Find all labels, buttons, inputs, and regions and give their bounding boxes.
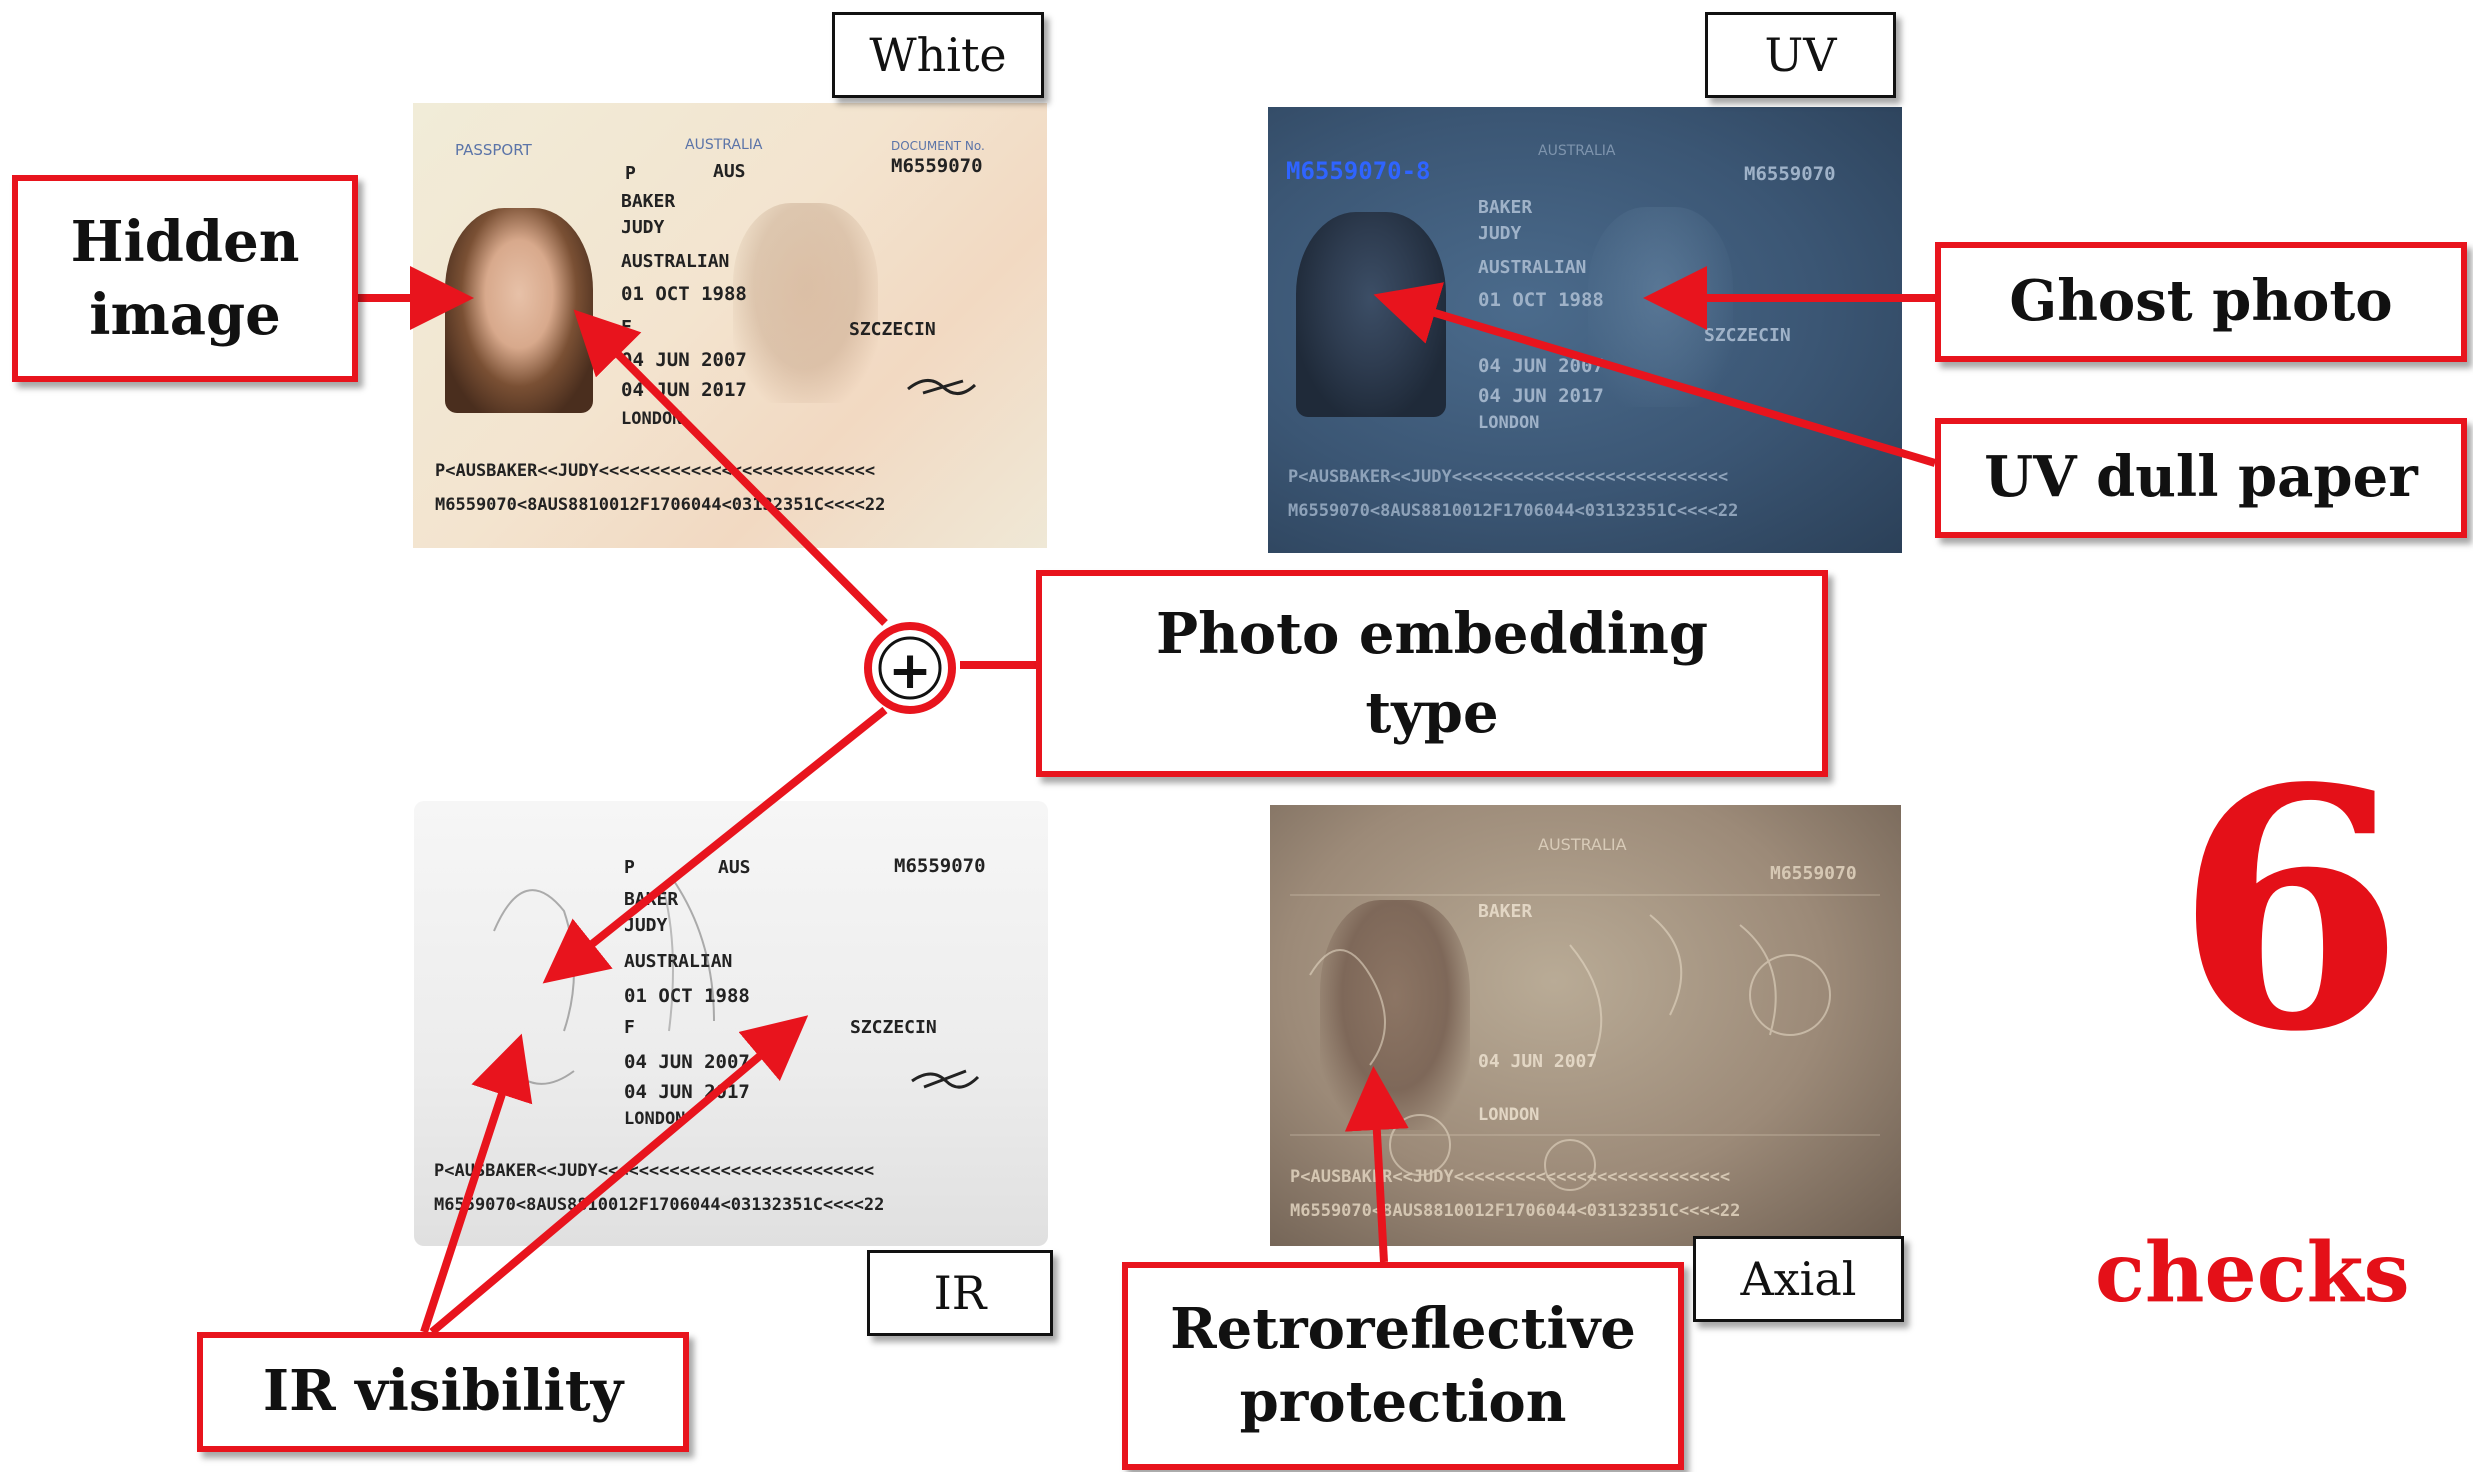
ir-faint-portrait-outline	[493, 880, 980, 1089]
passport-place-of-birth: SZCZECIN	[849, 319, 936, 340]
passport-country: AUSTRALIA	[685, 137, 763, 153]
retroreflective-pattern	[1290, 894, 1880, 1191]
ir-issuing: AUS	[718, 857, 751, 878]
mrz-line-1: P<AUSBAKER<<JUDY<<<<<<<<<<<<<<<<<<<<<<<<…	[435, 461, 876, 481]
callout-hidden-image: Hidden image	[12, 175, 358, 382]
label-ir: IR	[867, 1250, 1053, 1336]
ir-authority: LONDON	[624, 1109, 686, 1129]
label-white: White	[832, 12, 1044, 98]
passport-nationality: AUSTRALIAN	[621, 251, 730, 272]
callout-hidden-image-line2: image	[89, 281, 281, 348]
uv-doc-number: M6559070	[1744, 163, 1836, 185]
callout-retroreflective-line2: protection	[1239, 1369, 1567, 1435]
callout-photo-embedding-line2: type	[1365, 679, 1499, 746]
svg-text:+: +	[888, 641, 932, 701]
passport-issuing: AUS	[713, 161, 746, 182]
axial-surname: BAKER	[1478, 901, 1533, 922]
uv-place-of-birth: SZCZECIN	[1704, 325, 1791, 346]
label-uv: UV	[1705, 12, 1896, 98]
callout-ghost-photo: Ghost photo	[1935, 242, 2467, 362]
plus-icon: +	[864, 622, 956, 714]
axial-mrz-line-1: P<AUSBAKER<<JUDY<<<<<<<<<<<<<<<<<<<<<<<<…	[1290, 1167, 1731, 1187]
ir-type: P	[624, 857, 635, 878]
passport-type: P	[625, 163, 636, 184]
passport-surname: BAKER	[621, 191, 676, 212]
callout-ir-visibility: IR visibility	[197, 1332, 689, 1452]
passport-image-ir: P AUS M6559070 BAKER JUDY AUSTRALIAN 01 …	[414, 801, 1048, 1246]
ir-place-of-birth: SZCZECIN	[850, 1017, 937, 1038]
arrow-uv-dull-paper	[1373, 282, 1937, 467]
uv-expiry-date: 04 JUN 2017	[1478, 385, 1604, 407]
callout-uv-dull-paper: UV dull paper	[1935, 418, 2467, 538]
uv-authority: LONDON	[1478, 413, 1540, 433]
callout-photo-embedding: Photo embedding type	[1036, 570, 1828, 777]
axial-issue-date: 04 JUN 2007	[1478, 1051, 1598, 1072]
ir-mrz-line-2: M6559070<8AUS8810012F1706044<03132351C<<…	[434, 1195, 885, 1215]
passport-authority: LONDON	[621, 409, 683, 429]
ir-doc-no: M6559070	[894, 855, 986, 877]
passport-doc-no: M6559070	[891, 155, 983, 177]
callout-hidden-image-line1: Hidden	[70, 208, 300, 275]
uv-mrz-line-1: P<AUSBAKER<<JUDY<<<<<<<<<<<<<<<<<<<<<<<<…	[1288, 467, 1729, 487]
checks-label: checks	[2095, 1225, 2410, 1321]
arrow-retroreflective	[1344, 1066, 1409, 1263]
uv-doc-no: M6559070-8	[1286, 157, 1431, 185]
arrow-ir-ghost	[429, 1015, 809, 1336]
ir-issue-date: 04 JUN 2007	[624, 1051, 750, 1073]
ir-sex: F	[624, 1017, 635, 1038]
callout-photo-embedding-line1: Photo embedding	[1155, 601, 1708, 668]
uv-country: AUSTRALIA	[1538, 143, 1616, 159]
ir-given: JUDY	[624, 915, 668, 936]
callout-retroreflective-line1: Retroreflective	[1170, 1296, 1636, 1363]
arrow-embed-to-white	[573, 309, 888, 626]
axial-mrz-line-2: M6559070<8AUS8810012F1706044<03132351C<<…	[1290, 1201, 1741, 1221]
uv-surname: BAKER	[1478, 197, 1533, 218]
uv-nationality: AUSTRALIAN	[1478, 257, 1587, 278]
arrow-ir-face	[420, 1033, 533, 1334]
axial-authority: LONDON	[1478, 1105, 1540, 1125]
callout-retroreflective: Retroreflective protection	[1122, 1262, 1684, 1470]
passport-header: PASSPORT	[455, 141, 532, 159]
passport-doc-label: DOCUMENT No.	[891, 139, 985, 153]
label-axial: Axial	[1693, 1236, 1904, 1322]
signature-icon	[907, 379, 977, 395]
ir-dob: 01 OCT 1988	[624, 985, 750, 1007]
ghost-photo	[733, 203, 878, 403]
ir-nationality: AUSTRALIAN	[624, 951, 733, 972]
axial-country: AUSTRALIA	[1538, 835, 1627, 854]
uv-dob: 01 OCT 1988	[1478, 289, 1604, 311]
axial-doc-no: M6559070	[1770, 863, 1857, 884]
ir-mrz-line-1: P<AUSBAKER<<JUDY<<<<<<<<<<<<<<<<<<<<<<<<…	[434, 1161, 875, 1181]
passport-dob: 01 OCT 1988	[621, 283, 747, 305]
uv-given: JUDY	[1478, 223, 1522, 244]
arrow-embed-to-ir	[542, 706, 888, 984]
checks-count: 6	[2175, 716, 2405, 1104]
uv-mrz-line-2: M6559070<8AUS8810012F1706044<03132351C<<…	[1288, 501, 1739, 521]
passport-given: JUDY	[621, 217, 665, 238]
